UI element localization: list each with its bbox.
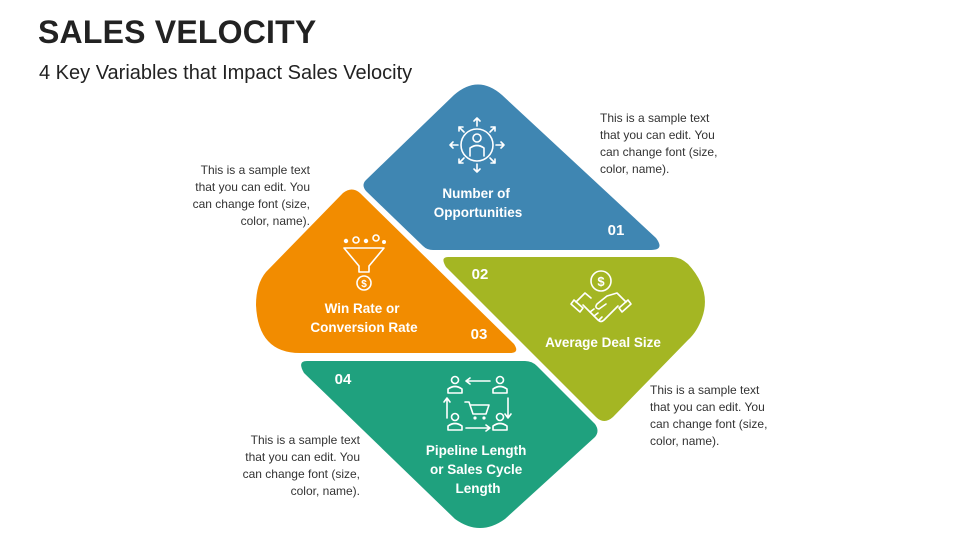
page-title: SALES VELOCITY	[38, 14, 317, 50]
description-line: color, name).	[650, 434, 720, 448]
label-line: or Sales Cycle	[430, 462, 523, 477]
svg-text:$: $	[597, 274, 605, 289]
description-04: This is a sample text that you can edit.…	[210, 432, 360, 500]
page-subtitle: 4 Key Variables that Impact Sales Veloci…	[39, 62, 413, 84]
segment-shape	[301, 361, 598, 528]
description-line: This is a sample text	[200, 163, 310, 177]
description-line: that you can edit. You	[245, 450, 360, 464]
description-line: color, name).	[240, 214, 310, 228]
segment-label: Average Deal Size	[545, 335, 661, 350]
description-line: color, name).	[600, 162, 670, 176]
description-line: This is a sample text	[600, 111, 710, 125]
handshake-dollar-icon: $	[570, 270, 632, 323]
pipeline-cycle-cart-icon	[443, 375, 512, 432]
segment-number: 01	[608, 222, 625, 239]
segment-label: Pipeline Length or Sales Cycle Length	[426, 443, 530, 496]
segment-shape	[363, 84, 660, 250]
person-network-arrows-icon	[449, 117, 505, 173]
segment-02-average-deal-size: $ Average Deal Size 02	[443, 257, 705, 421]
segment-03-win-rate: $ Win Rate or Conversion Rate 03	[256, 189, 517, 353]
label-line: Win Rate or	[325, 301, 401, 316]
funnel-dollar-icon: $	[343, 234, 386, 291]
segment-04-pipeline-length: Pipeline Length or Sales Cycle Length 04	[301, 361, 598, 528]
label-line: Number of	[442, 186, 510, 201]
label-line: Average Deal Size	[545, 335, 661, 350]
description-line: can change font (size,	[650, 417, 768, 431]
segment-number: 02	[472, 266, 489, 283]
segment-shape	[443, 257, 705, 421]
description-02: This is a sample text that you can edit.…	[650, 382, 800, 450]
description-line: that you can edit. You	[195, 180, 310, 194]
segment-label: Win Rate or Conversion Rate	[310, 301, 418, 335]
label-line: Pipeline Length	[426, 443, 527, 458]
description-line: that you can edit. You	[650, 400, 765, 414]
description-line: that you can edit. You	[600, 128, 715, 142]
label-line: Conversion Rate	[310, 320, 418, 335]
description-01: This is a sample text that you can edit.…	[600, 110, 750, 178]
segment-01-opportunities: Number of Opportunities 01	[363, 84, 660, 250]
label-line: Length	[456, 481, 501, 496]
segment-number: 04	[335, 371, 352, 388]
segment-shape	[256, 189, 517, 353]
description-line: This is a sample text	[650, 383, 760, 397]
segment-label: Number of Opportunities	[434, 186, 523, 220]
segment-number: 03	[471, 326, 488, 343]
description-line: This is a sample text	[250, 433, 360, 447]
label-line: Opportunities	[434, 205, 523, 220]
description-line: can change font (size,	[600, 145, 718, 159]
svg-text:$: $	[361, 279, 367, 290]
description-03: This is a sample text that you can edit.…	[160, 162, 310, 230]
description-line: can change font (size,	[242, 467, 360, 481]
description-line: can change font (size,	[192, 197, 310, 211]
description-line: color, name).	[290, 484, 360, 498]
